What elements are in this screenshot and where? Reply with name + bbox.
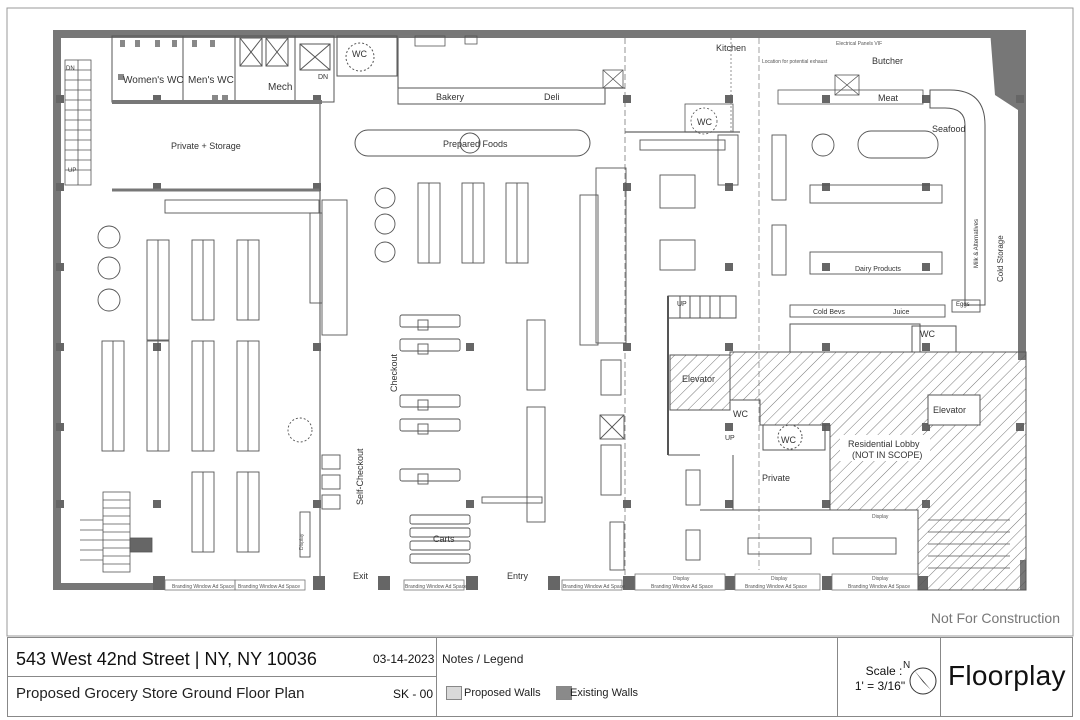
dn-label-mech: DN [318, 74, 328, 81]
exhaust-note: Location for potential exhaust [762, 59, 828, 65]
restroom-block [111, 35, 398, 104]
residential-lobby-label-bg [840, 435, 930, 461]
brand-logo: Floorplay [948, 660, 1066, 691]
title-block: 543 West 42nd Street | NY, NY 10036 03-1… [7, 637, 1073, 717]
legend-proposed-walls: Proposed Walls [464, 687, 541, 699]
shelving-right [639, 130, 981, 561]
not-for-construction-stamp: Not For Construction [930, 610, 1060, 626]
branding-window-1: Branding Window Ad Space [172, 584, 234, 590]
north-arrow-icon: N [903, 660, 937, 695]
elevator-right [927, 394, 981, 426]
display-label-2: Display [771, 576, 788, 582]
storefront-windows [164, 573, 919, 591]
legend-existing-walls: Existing Walls [570, 687, 639, 699]
branding-window-5: Branding Window Ad Space [651, 584, 713, 590]
prepared-foods-label: Prepared Foods [443, 139, 508, 149]
not-in-scope-label: (NOT IN SCOPE) [852, 450, 922, 460]
wc-label-top: WC [352, 49, 367, 59]
seafood-label: Seafood [932, 124, 966, 134]
legend-swatch-existing [556, 686, 572, 700]
carts-label: Carts [433, 534, 455, 544]
butcher-label: Butcher [872, 56, 903, 66]
cart-corral [409, 496, 543, 564]
juice-label: Juice [893, 309, 909, 316]
wc-label-core-2: WC [733, 409, 748, 419]
mens-wc-label: Men's WC [188, 75, 234, 86]
branding-window-4: Branding Window Ad Space [563, 584, 625, 590]
scale-label: Scale : [865, 664, 903, 678]
dn-label-stair: DN [66, 66, 75, 72]
branding-window-3: Branding Window Ad Space [405, 584, 467, 590]
interior-partitions [319, 38, 760, 590]
prepared-foods-tables [354, 129, 591, 157]
drawing-date: 03-14-2023 [373, 652, 435, 666]
produce-center [374, 167, 627, 346]
bakery-deli-counter [397, 87, 606, 105]
title-row-divider [8, 676, 436, 677]
checkout-lanes [399, 314, 546, 523]
display-label-5: Display [299, 533, 305, 550]
sheet-number: SK - 00 [393, 687, 434, 701]
display-label-3: Display [872, 576, 889, 582]
restroom-fixtures [118, 40, 228, 100]
notes-legend-title: Notes / Legend [442, 652, 524, 666]
scale-value: 1' = 3/16" [854, 679, 906, 693]
up-label-core-2: UP [725, 435, 735, 442]
kitchen-label: Kitchen [716, 43, 746, 53]
branding-window-7: Branding Window Ad Space [848, 584, 910, 590]
bottom-left-stair [80, 491, 153, 573]
legend-swatch-proposed [446, 686, 462, 700]
title-divider-3 [940, 638, 941, 716]
cold-bevs-label: Cold Bevs [813, 309, 845, 316]
eggs-label: Eggs [956, 302, 970, 308]
title-divider-2 [837, 638, 838, 716]
meat-label: Meat [878, 93, 899, 103]
title-divider-1 [436, 638, 437, 716]
cold-storage-label: Cold Storage [996, 235, 1005, 282]
womens-wc-label: Women's WC [123, 75, 184, 86]
entry-vestibule [599, 359, 625, 571]
left-stair [64, 59, 92, 186]
lobby-stair [928, 519, 1010, 569]
seafood-counter [929, 89, 986, 306]
elevator-left [669, 354, 731, 411]
residential-lobby-label: Residential Lobby [848, 439, 920, 449]
electrical-panels-note: Electrical Panels VIF [836, 41, 882, 47]
up-label-stair: UP [68, 168, 76, 174]
self-checkout-label: Self-Checkout [355, 448, 365, 505]
wc-label-kitchen: WC [697, 117, 712, 127]
project-address: 543 West 42nd Street | NY, NY 10036 [16, 649, 317, 669]
entry-label: Entry [507, 571, 529, 581]
kitchen-fixtures [414, 35, 924, 135]
private-label: Private [762, 473, 790, 483]
elevator-label-right: Elevator [933, 405, 966, 415]
north-label: N [903, 660, 910, 671]
elevator-label-left: Elevator [682, 374, 715, 384]
wc-label-right: WC [920, 329, 935, 339]
branding-window-6: Branding Window Ad Space [745, 584, 807, 590]
drawing-title: Proposed Grocery Store Ground Floor Plan [16, 685, 305, 702]
display-label-1: Display [673, 576, 690, 582]
branding-window-2: Branding Window Ad Space [238, 584, 300, 590]
shelving-left [97, 199, 348, 553]
checkout-label: Checkout [389, 353, 399, 392]
mech-label: Mech [268, 82, 292, 93]
private-storage-label: Private + Storage [171, 141, 241, 151]
exit-label: Exit [353, 571, 369, 581]
sheet-border [6, 7, 1074, 637]
milk-alternatives-label: Milk & Alternatives [974, 219, 980, 268]
wc-label-core: WC [781, 435, 796, 445]
bakery-label: Bakery [436, 92, 465, 102]
display-label-4: Display [872, 514, 889, 520]
self-checkout-kiosks [287, 417, 341, 558]
deli-label: Deli [544, 92, 560, 102]
dairy-products-label: Dairy Products [855, 266, 901, 273]
up-label-core: UP [677, 301, 687, 308]
